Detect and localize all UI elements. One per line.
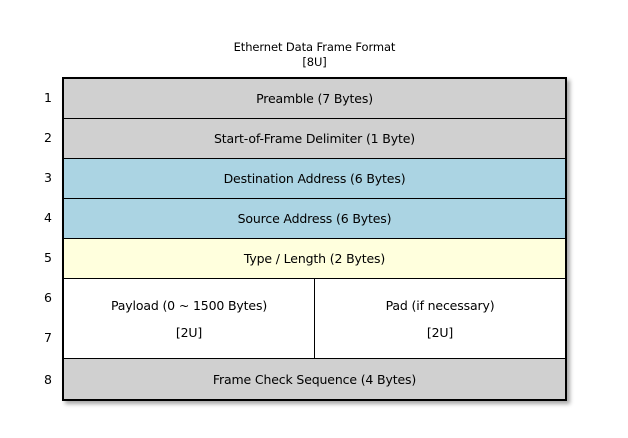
frame-field-label: Preamble (7 Bytes) [256, 91, 373, 106]
row-number-6: 6 [44, 290, 52, 305]
frame-field-label: Frame Check Sequence (4 Bytes) [212, 371, 417, 387]
frame-field-label: Destination Address (6 Bytes) [223, 171, 406, 186]
frame-field-frame-check-sequence: Frame Check Sequence (4 Bytes) [64, 359, 565, 399]
row-number-5: 5 [44, 250, 52, 265]
frame-field-note: [2U] [175, 324, 203, 340]
frame-field-payload-pad-row: Payload (0 ~ 1500 Bytes) [2U] Pad (if ne… [64, 279, 565, 359]
frame-field-payload: Payload (0 ~ 1500 Bytes) [2U] [64, 279, 315, 358]
frame-field-type-length: Type / Length (2 Bytes) [64, 239, 565, 279]
frame-format-table: Preamble (7 Bytes) Start-of-Frame Delimi… [62, 77, 567, 401]
frame-field-source-address: Source Address (6 Bytes) [64, 199, 565, 239]
row-number-8: 8 [44, 372, 52, 387]
frame-field-note: [2U] [426, 324, 454, 340]
frame-field-start-of-frame-delimiter: Start-of-Frame Delimiter (1 Byte) [64, 119, 565, 159]
frame-field-preamble: Preamble (7 Bytes) [64, 79, 565, 119]
frame-field-destination-address: Destination Address (6 Bytes) [64, 159, 565, 199]
frame-field-label: Type / Length (2 Bytes) [243, 251, 386, 266]
row-number-7: 7 [44, 330, 52, 345]
row-number-3: 3 [44, 170, 52, 185]
row-number-4: 4 [44, 210, 52, 225]
row-number-1: 1 [44, 90, 52, 105]
row-number-2: 2 [44, 130, 52, 145]
frame-field-label: Source Address (6 Bytes) [237, 211, 392, 226]
row-number-gutter: 1 2 3 4 5 6 7 8 [36, 78, 60, 400]
diagram-subtitle: [8U] [302, 55, 327, 69]
diagram-title: Ethernet Data Frame Format [233, 40, 396, 54]
frame-field-label: Pad (if necessary) [385, 297, 495, 313]
frame-field-pad: Pad (if necessary) [2U] [315, 279, 565, 358]
diagram-title-block: Ethernet Data Frame Format [8U] [62, 40, 567, 70]
frame-field-label: Payload (0 ~ 1500 Bytes) [110, 297, 268, 313]
frame-field-label: Start-of-Frame Delimiter (1 Byte) [214, 131, 415, 146]
